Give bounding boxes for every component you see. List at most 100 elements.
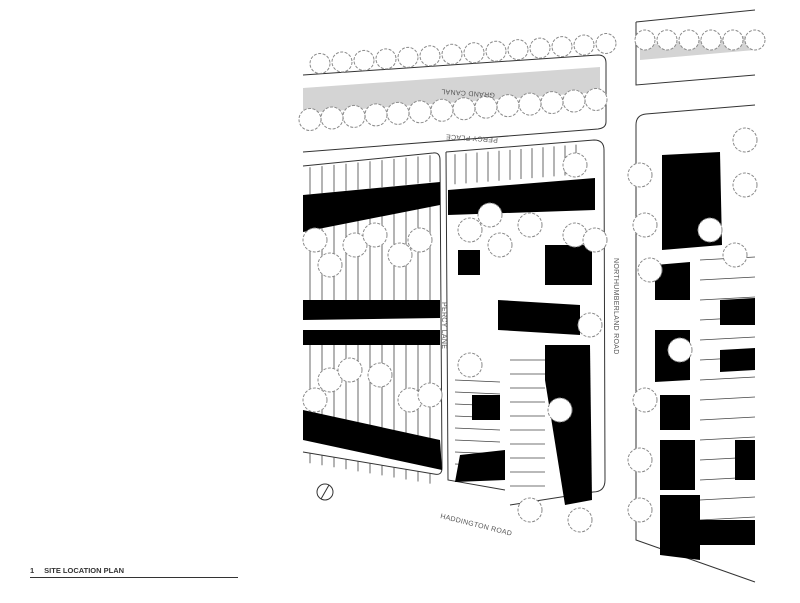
tree-icon bbox=[507, 39, 529, 61]
tree-icon bbox=[417, 382, 443, 408]
haddington-road-label: HADDINGTON ROAD bbox=[440, 513, 513, 538]
tree-icon bbox=[573, 34, 595, 56]
tree-icon bbox=[452, 97, 476, 121]
building bbox=[472, 395, 500, 420]
tree-icon bbox=[386, 101, 410, 125]
lot-line bbox=[699, 516, 756, 521]
lot-line bbox=[454, 427, 501, 431]
tree-icon bbox=[529, 37, 551, 59]
tree-icon bbox=[577, 312, 603, 338]
building bbox=[700, 520, 755, 545]
northumberland-road-label: NORTHUMBERLAND ROAD bbox=[612, 258, 619, 355]
drawing-number: 1 bbox=[30, 566, 35, 575]
tree-icon bbox=[407, 227, 433, 253]
tree-icon bbox=[632, 212, 658, 238]
tree-icon bbox=[430, 98, 454, 122]
building bbox=[458, 250, 480, 275]
percy-lane-label: PERCY LANE bbox=[440, 302, 447, 349]
tree-icon bbox=[634, 29, 656, 51]
tree-icon bbox=[567, 507, 593, 533]
building bbox=[655, 262, 690, 300]
drawing-title-text: SITE LOCATION PLAN bbox=[44, 566, 125, 575]
tree-icon bbox=[317, 252, 343, 278]
tree-icon bbox=[744, 29, 766, 51]
tree-icon bbox=[637, 257, 663, 283]
building bbox=[660, 440, 695, 490]
tree-icon bbox=[562, 152, 588, 178]
tree-icon bbox=[441, 43, 463, 65]
lot-line bbox=[454, 439, 501, 443]
tree-icon bbox=[419, 45, 441, 67]
tree-icon bbox=[562, 89, 586, 113]
tree-icon bbox=[656, 29, 678, 51]
tree-icon bbox=[317, 367, 343, 393]
tree-icon bbox=[342, 104, 366, 128]
lot-line bbox=[699, 496, 756, 501]
tree-icon bbox=[353, 49, 375, 71]
tree-icon bbox=[584, 87, 608, 111]
building bbox=[498, 300, 580, 335]
tree-icon bbox=[457, 352, 483, 378]
building bbox=[448, 178, 595, 215]
tree-icon bbox=[364, 103, 388, 127]
tree-icon bbox=[302, 227, 328, 253]
tree-icon bbox=[342, 232, 368, 258]
tree-icon bbox=[367, 362, 393, 388]
tree-icon bbox=[517, 497, 543, 523]
building bbox=[720, 298, 755, 325]
building bbox=[303, 182, 440, 232]
tree-icon bbox=[732, 172, 758, 198]
percy-place-label: PERCY PLACE bbox=[446, 132, 499, 143]
block-east bbox=[635, 104, 756, 583]
lot-line bbox=[699, 416, 756, 421]
tree-icon bbox=[387, 242, 413, 268]
tree-icon bbox=[627, 447, 653, 473]
tree-icon bbox=[477, 202, 503, 228]
lot-line bbox=[699, 396, 756, 401]
lot-line bbox=[699, 276, 756, 281]
tree-icon bbox=[667, 337, 693, 363]
tree-icon bbox=[722, 242, 748, 268]
tree-icon bbox=[697, 217, 723, 243]
tree-icon bbox=[547, 397, 573, 423]
tree-icon bbox=[700, 29, 722, 51]
tree-icon bbox=[463, 42, 485, 64]
tree-icon bbox=[632, 387, 658, 413]
lot-line bbox=[699, 336, 756, 341]
building bbox=[720, 348, 755, 372]
lot-line bbox=[699, 436, 756, 441]
tree-icon bbox=[408, 100, 432, 124]
tree-icon bbox=[302, 387, 328, 413]
tree-icon bbox=[551, 36, 573, 58]
tree-icon bbox=[457, 217, 483, 243]
tree-icon bbox=[298, 108, 322, 132]
building bbox=[303, 300, 440, 320]
tree-icon bbox=[485, 40, 507, 62]
building bbox=[303, 410, 442, 470]
tree-icon bbox=[337, 357, 363, 383]
building bbox=[660, 395, 690, 430]
block-west bbox=[302, 152, 443, 475]
tree-icon bbox=[496, 94, 520, 118]
grand-canal-water bbox=[303, 67, 600, 113]
tree-icon bbox=[474, 95, 498, 119]
tree-icon bbox=[627, 162, 653, 188]
tree-icon bbox=[722, 29, 744, 51]
block-central bbox=[445, 139, 606, 506]
building bbox=[303, 330, 440, 345]
tree-icon bbox=[627, 497, 653, 523]
tree-icon bbox=[362, 222, 388, 248]
drawing-title: 1 SITE LOCATION PLAN bbox=[30, 566, 238, 578]
tree-icon bbox=[375, 48, 397, 70]
lot-line bbox=[699, 296, 756, 301]
building bbox=[545, 345, 592, 505]
grand-canal-label: GRAND CANAL bbox=[441, 87, 495, 98]
north-arrow-icon bbox=[316, 483, 334, 501]
lot-line bbox=[454, 379, 501, 383]
building bbox=[545, 245, 592, 285]
lot-line bbox=[699, 376, 756, 381]
tree-icon bbox=[320, 106, 344, 130]
tree-icon bbox=[517, 212, 543, 238]
tree-icon bbox=[397, 46, 419, 68]
building bbox=[660, 495, 700, 560]
